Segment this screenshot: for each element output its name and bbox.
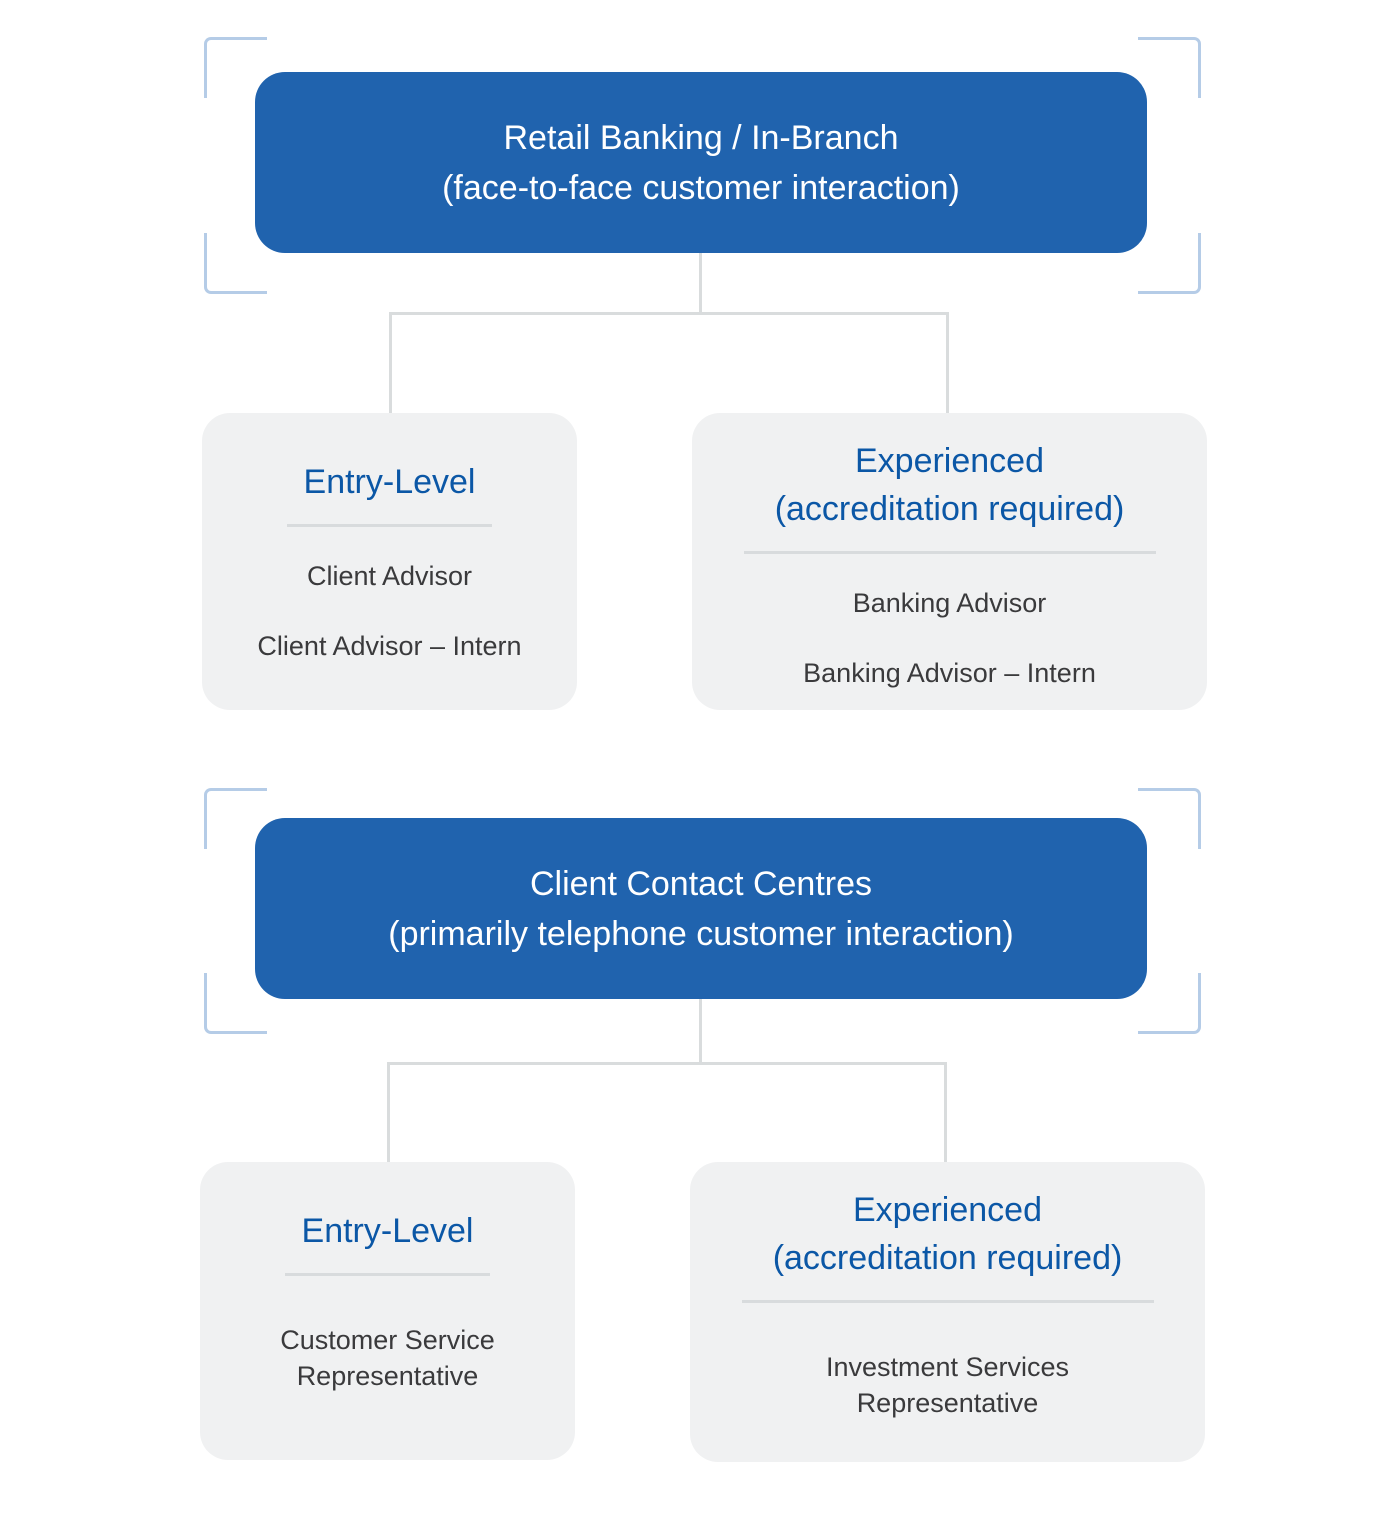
child-box-experienced-contact-centre: Experienced (accreditation required) Inv… bbox=[690, 1162, 1205, 1462]
heading-line: (accreditation required) bbox=[774, 490, 1125, 528]
corner-bracket-top-left-icon bbox=[204, 788, 267, 849]
connector-drop-left bbox=[387, 1062, 390, 1162]
child-box-heading: Entry-Level bbox=[302, 1207, 474, 1255]
connector-stem bbox=[699, 999, 702, 1062]
corner-bracket-bottom-left-icon bbox=[204, 973, 267, 1034]
corner-bracket-bottom-left-icon bbox=[204, 233, 267, 294]
header-box-client-contact-centres: Client Contact Centres (primarily teleph… bbox=[255, 818, 1147, 999]
heading-line: (accreditation required) bbox=[772, 1239, 1123, 1277]
corner-bracket-bottom-right-icon bbox=[1138, 973, 1201, 1034]
heading-line: Entry-Level bbox=[301, 1212, 474, 1250]
role-list: Banking Advisor Banking Advisor – Intern bbox=[803, 585, 1096, 691]
heading-divider bbox=[743, 551, 1156, 554]
heading-divider bbox=[741, 1300, 1154, 1303]
connector-rail bbox=[389, 312, 949, 315]
role-item: Banking Advisor – Intern bbox=[803, 658, 1096, 688]
role-item: Client Advisor bbox=[306, 561, 473, 591]
child-box-heading: Experienced (accreditation required) bbox=[775, 437, 1125, 533]
corner-bracket-top-left-icon bbox=[204, 37, 267, 98]
child-box-entry-level-contact-centre: Entry-Level Customer Service Representat… bbox=[200, 1162, 575, 1460]
header-line-2: (primarily telephone customer interactio… bbox=[388, 914, 1014, 953]
role-item: Investment Services Representative bbox=[825, 1352, 1070, 1418]
connector-drop-right bbox=[944, 1062, 947, 1162]
connector-drop-left bbox=[389, 312, 392, 415]
role-item: Customer Service Representative bbox=[280, 1325, 495, 1391]
connector-drop-right bbox=[946, 312, 949, 415]
role-list: Customer Service Representative bbox=[238, 1322, 538, 1394]
child-box-experienced-branch: Experienced (accreditation required) Ban… bbox=[692, 413, 1207, 710]
heading-divider bbox=[287, 524, 492, 527]
heading-divider bbox=[285, 1273, 490, 1276]
role-list: Investment Services Representative bbox=[783, 1349, 1113, 1421]
child-box-heading: Experienced (accreditation required) bbox=[773, 1186, 1123, 1282]
corner-bracket-top-right-icon bbox=[1138, 788, 1201, 849]
header-line-2: (face-to-face customer interaction) bbox=[442, 168, 960, 207]
header-line-1: Client Contact Centres bbox=[529, 864, 873, 903]
child-box-heading: Entry-Level bbox=[304, 458, 476, 506]
connector-stem bbox=[699, 253, 702, 312]
corner-bracket-top-right-icon bbox=[1138, 37, 1201, 98]
header-line-1: Retail Banking / In-Branch bbox=[503, 118, 899, 157]
heading-line: Experienced bbox=[854, 442, 1044, 480]
heading-line: Experienced bbox=[852, 1191, 1042, 1229]
role-list: Client Advisor Client Advisor – Intern bbox=[257, 558, 521, 664]
connector-rail bbox=[387, 1062, 947, 1065]
role-item: Banking Advisor bbox=[852, 588, 1047, 618]
header-box-retail-banking: Retail Banking / In-Branch (face-to-face… bbox=[255, 72, 1147, 253]
role-item: Client Advisor – Intern bbox=[257, 631, 522, 661]
corner-bracket-bottom-right-icon bbox=[1138, 233, 1201, 294]
heading-line: Entry-Level bbox=[303, 463, 476, 501]
child-box-entry-level-branch: Entry-Level Client Advisor Client Adviso… bbox=[202, 413, 577, 710]
